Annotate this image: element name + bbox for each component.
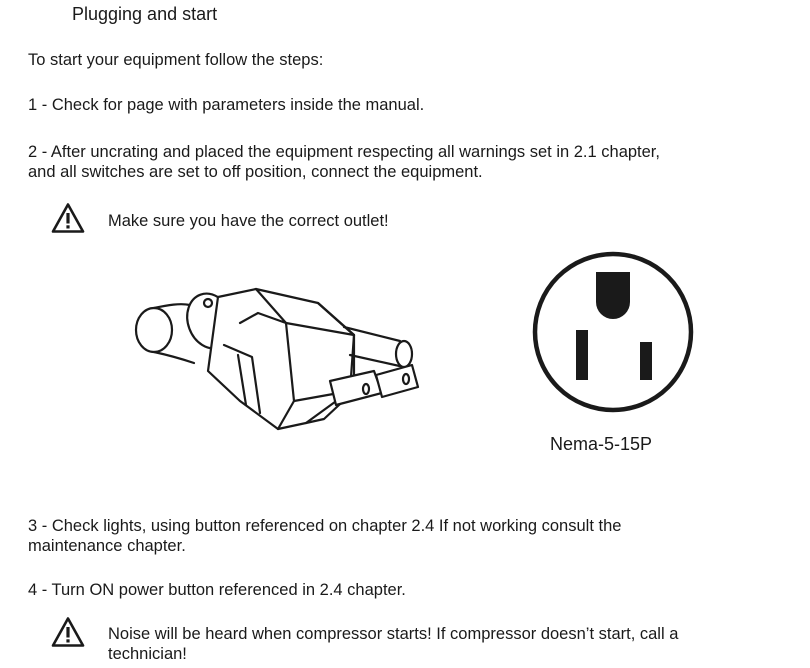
step-4: 4 - Turn ON power button referenced in 2…: [28, 580, 406, 600]
warning-2-text: Noise will be heard when compressor star…: [108, 624, 678, 664]
warning-1-text: Make sure you have the correct outlet!: [108, 211, 389, 231]
step-2-line-2: and all switches are set to off position…: [28, 163, 483, 181]
section-title: Plugging and start: [72, 4, 218, 24]
step-1: 1 - Check for page with parameters insid…: [28, 95, 424, 115]
step-3: 3 - Check lights, using button reference…: [28, 516, 621, 556]
warning-2-line-2: technician!: [108, 645, 187, 663]
step-3-line-2: maintenance chapter.: [28, 537, 186, 555]
outlet-illustration: [532, 251, 694, 413]
plug-illustration: [134, 287, 420, 431]
step-1-line-1: 1 - Check for page with parameters insid…: [28, 96, 425, 114]
warning-triangle-icon: [51, 617, 85, 647]
step-2: 2 - After uncrating and placed the equip…: [28, 142, 660, 182]
warning-1-line-1: Make sure you have the correct outlet!: [108, 212, 389, 230]
step-3-line-1: 3 - Check lights, using button reference…: [28, 517, 622, 535]
warning-triangle-icon: [51, 203, 85, 233]
warning-2-line-1: Noise will be heard when compressor star…: [108, 625, 679, 643]
intro-text: To start your equipment follow the steps…: [28, 51, 324, 69]
outlet-caption: Nema-5-15P: [550, 434, 653, 454]
step-2-line-1: 2 - After uncrating and placed the equip…: [28, 143, 660, 161]
step-4-line-1: 4 - Turn ON power button referenced in 2…: [28, 581, 406, 599]
